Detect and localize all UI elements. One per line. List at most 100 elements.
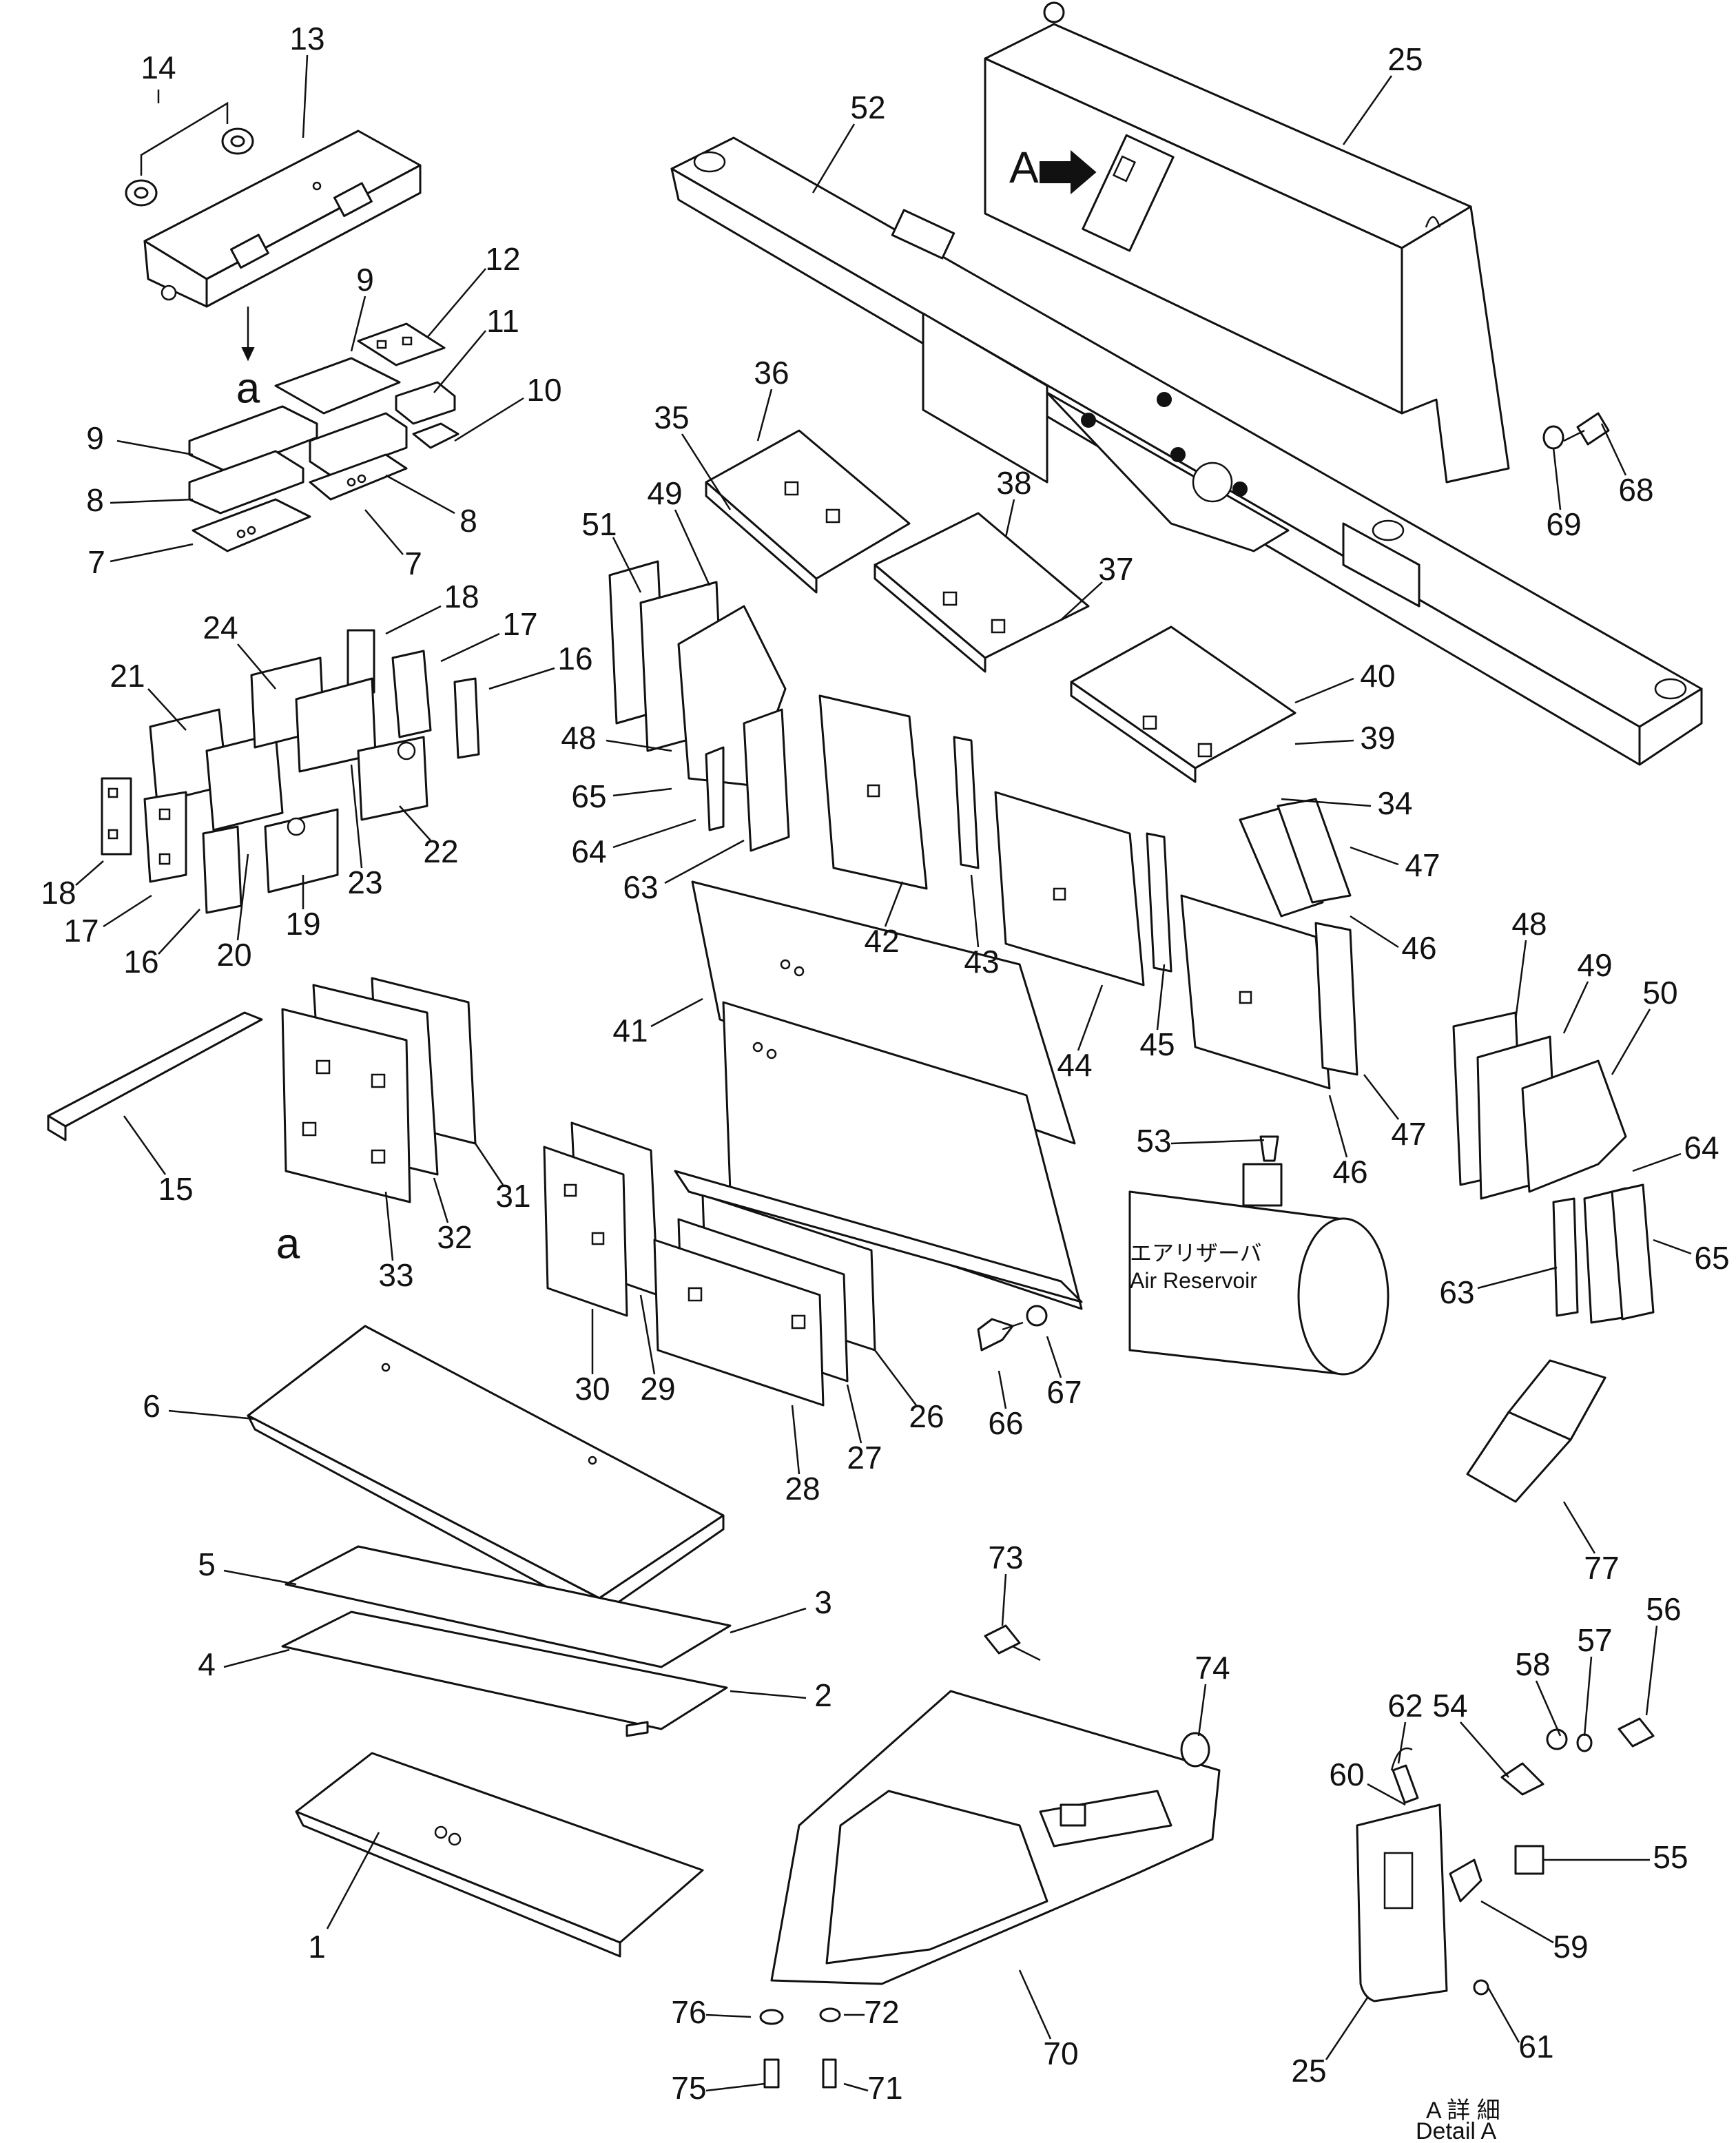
part-number-c77: 77 [1584, 1550, 1619, 1586]
leader-line-c52 [812, 123, 856, 194]
part-number-c38: 38 [996, 465, 1031, 501]
part-number-c46b: 46 [1332, 1154, 1367, 1190]
part-number-c25a: 25 [1387, 41, 1423, 77]
leader-line-c66 [998, 1370, 1007, 1409]
leader-line-c47b [1363, 1074, 1399, 1120]
part-number-c70: 70 [1043, 2036, 1078, 2071]
part-number-c67: 67 [1046, 1374, 1082, 1410]
air-reservoir-label-en: Air Reservoir [1130, 1268, 1257, 1293]
bar-15 [47, 1011, 263, 1141]
part-number-c74: 74 [1195, 1650, 1230, 1686]
plates-41 [674, 880, 1083, 1310]
leader-line-c10 [454, 397, 524, 442]
part-number-c49b: 49 [1577, 947, 1612, 983]
leader-line-c21 [147, 688, 187, 731]
part-number-c32: 32 [437, 1219, 472, 1255]
part-number-c16b: 16 [123, 944, 158, 980]
leader-line-c53 [1170, 1139, 1265, 1145]
leader-line-c11 [433, 330, 486, 393]
leader-line-c37 [1060, 581, 1103, 621]
leader-line-c74 [1197, 1684, 1207, 1737]
part-number-ca2: a [276, 1220, 300, 1267]
part-number-c71: 71 [867, 2070, 902, 2106]
leader-line-c69 [1552, 447, 1562, 510]
leader-line-c67 [1046, 1336, 1062, 1378]
leader-line-c75 [705, 2082, 765, 2092]
leader-line-c54 [1460, 1721, 1509, 1778]
part-number-c9b: 9 [86, 420, 104, 456]
part-number-c25b: 25 [1291, 2053, 1326, 2089]
leader-line-c45 [1156, 964, 1166, 1031]
leader-line-c41 [650, 997, 703, 1028]
leader-line-c50 [1611, 1008, 1651, 1075]
part-number-c47a: 47 [1405, 847, 1440, 883]
leader-line-c61 [1487, 1987, 1520, 2043]
part-number-c13: 13 [289, 21, 324, 56]
part-number-c58: 58 [1515, 1646, 1550, 1682]
part-number-c54: 54 [1432, 1688, 1467, 1723]
leader-line-c36 [756, 389, 773, 442]
part-number-c14: 14 [141, 50, 176, 85]
leader-line-c63a [664, 839, 745, 884]
leader-line-c15 [123, 1115, 167, 1175]
leader-line-c60 [1367, 1783, 1406, 1806]
leader-line-c49b [1562, 981, 1589, 1034]
part-number-c1: 1 [308, 1929, 326, 1965]
leader-line-c23 [350, 764, 363, 869]
part-number-c16a: 16 [557, 641, 592, 676]
leader-line-c48a [606, 739, 672, 752]
air-reservoir: エアリザーバ Air Reservoir [1128, 1135, 1389, 1376]
part-number-c12: 12 [485, 241, 520, 277]
leader-line-c29 [639, 1294, 656, 1375]
leader-line-c26 [874, 1349, 917, 1406]
leader-line-c7a [110, 543, 194, 563]
panels-29-30 [543, 1121, 659, 1317]
part-number-c24: 24 [203, 610, 238, 645]
leader-line-c58 [1535, 1680, 1562, 1737]
leader-line-c44 [1077, 984, 1104, 1051]
leader-line-c12 [426, 268, 486, 338]
leader-line-c4 [223, 1648, 290, 1668]
plate-6 [247, 1325, 725, 1617]
panels-16-24 [101, 629, 480, 914]
part-number-c27: 27 [847, 1440, 882, 1476]
part-number-c53: 53 [1136, 1123, 1171, 1159]
leader-line-c25a [1342, 75, 1393, 145]
leader-line-c18a [385, 605, 442, 635]
part-number-c76: 76 [671, 1994, 706, 2030]
cover-13 [143, 130, 422, 362]
leader-line-c31 [474, 1143, 504, 1186]
plate-2-4 [281, 1611, 728, 1737]
leader-line-c2 [730, 1690, 807, 1699]
pads-63-65-right [1552, 1183, 1655, 1324]
leader-line-c47a [1350, 846, 1399, 866]
part-number-c57: 57 [1577, 1622, 1612, 1658]
leader-line-c17b [103, 894, 152, 928]
part-number-c44: 44 [1057, 1047, 1092, 1083]
part-number-c23: 23 [347, 865, 382, 900]
part-number-c60: 60 [1329, 1757, 1364, 1792]
part-number-c48b: 48 [1511, 906, 1547, 942]
leader-line-c9b [116, 439, 194, 456]
part-number-c22: 22 [423, 834, 458, 869]
leader-line-c59 [1480, 1900, 1554, 1944]
leader-line-c1 [326, 1832, 380, 1929]
part-number-c9a: 9 [356, 262, 374, 298]
part-number-c73: 73 [988, 1540, 1023, 1575]
grommets-14 [125, 101, 254, 207]
part-number-c75: 75 [671, 2070, 706, 2106]
pads-48-50-right [1452, 1011, 1627, 1200]
floor-frame-70 [770, 1690, 1221, 1985]
part-number-c63b: 63 [1439, 1274, 1474, 1310]
leader-line-c64b [1632, 1152, 1682, 1172]
plate-3-5 [285, 1545, 732, 1668]
pads-7-12 [188, 322, 459, 552]
part-number-c30: 30 [575, 1371, 610, 1407]
leader-line-c65b [1653, 1239, 1692, 1255]
cover-77 [1466, 1359, 1606, 1503]
leader-line-c27 [846, 1384, 862, 1444]
leader-line-c33 [384, 1191, 394, 1261]
part-number-c17a: 17 [502, 606, 537, 642]
part-number-c46a: 46 [1401, 930, 1436, 966]
